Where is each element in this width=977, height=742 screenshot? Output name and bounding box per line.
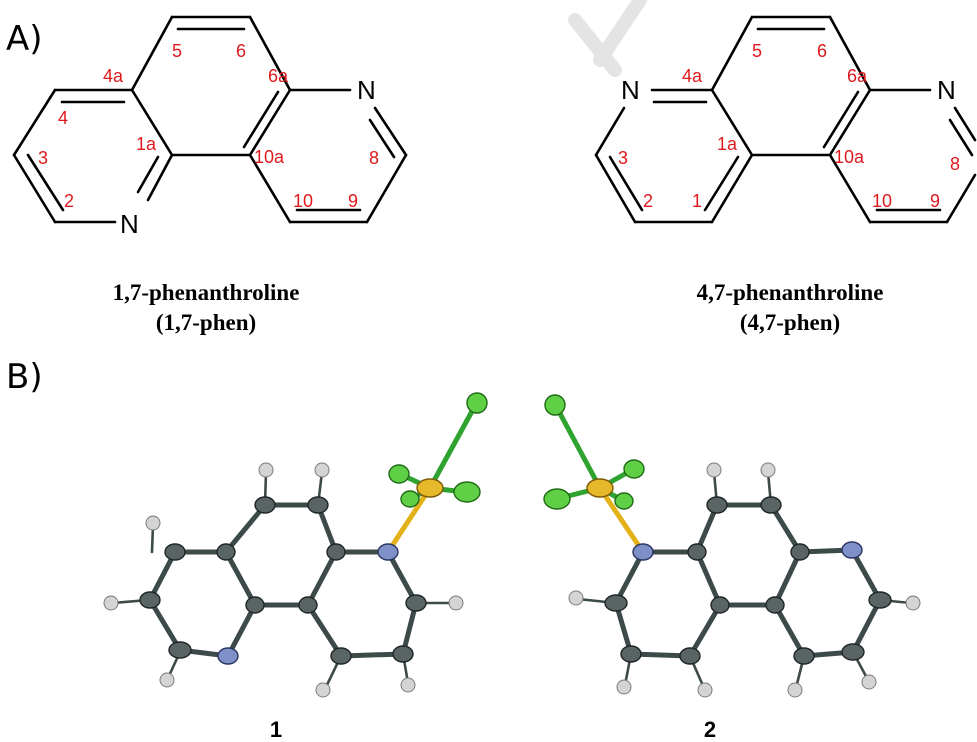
s2-num-3: 3 (618, 148, 628, 168)
watermark-mark (568, 0, 647, 77)
crystal-2-ring-bonds (613, 502, 883, 659)
s1-num-6a: 6a (268, 66, 289, 86)
crystal-1-sulfur-atom (416, 478, 444, 498)
s2-num-8: 8 (950, 154, 960, 174)
s2-num-6a: 6a (847, 66, 868, 86)
s1-num-4: 4 (58, 108, 68, 128)
crystal-2-n-s-bond (597, 485, 646, 555)
crystal-structure-2 (543, 394, 921, 698)
structure-2-bonds (594, 15, 977, 224)
s2-num-2: 2 (643, 191, 653, 211)
s2-num-1a: 1a (717, 134, 738, 154)
crystal-structure-1 (103, 392, 488, 698)
structure-1-nitrogen-1: N (120, 209, 139, 239)
s2-num-9: 9 (930, 191, 940, 211)
s1-num-1a: 1a (136, 134, 157, 154)
crystal-1-carbon-atoms (139, 496, 427, 665)
s2-num-6: 6 (817, 41, 827, 61)
panel-label-b: B) (6, 357, 43, 397)
crystal-2-fluorine-atoms (543, 394, 645, 510)
crystal-2-carbon-atoms (604, 496, 892, 665)
s1-num-3: 3 (38, 148, 48, 168)
s2-num-5: 5 (752, 41, 762, 61)
s1-num-2: 2 (64, 191, 74, 211)
crystal-1-ring-bonds (147, 502, 419, 659)
structure-2-abbreviation: (4,7-phen) (740, 310, 840, 335)
crystal-2-nitrogen-7 (841, 541, 863, 559)
s1-num-5: 5 (172, 41, 182, 61)
crystal-2-hydrogen-atoms (568, 462, 921, 698)
structure-2-name: 4,7-phenanthroline (697, 280, 884, 305)
s2-num-10: 10 (872, 191, 892, 211)
panel-label-a: A) (6, 19, 43, 59)
s1-num-10a: 10a (254, 147, 285, 167)
structure-1-abbreviation: (1,7-phen) (156, 310, 256, 335)
s1-num-10: 10 (293, 191, 313, 211)
s1-num-4a: 4a (103, 66, 124, 86)
s2-num-10a: 10a (834, 147, 865, 167)
structure-1-nitrogen-7: N (357, 75, 376, 105)
crystal-1-n-s-bond (385, 485, 433, 555)
compound-label-1: 1 (270, 717, 282, 742)
crystal-1-hydrogen-atoms (103, 462, 464, 698)
s2-num-1: 1 (692, 191, 702, 211)
structure-1-bonds (12, 15, 408, 224)
structure-2-nitrogen-4: N (621, 75, 640, 105)
crystal-2-nitrogen-4 (632, 543, 654, 561)
crystal-1-nitrogen-1 (217, 647, 239, 665)
structure-1-name: 1,7-phenanthroline (113, 280, 300, 305)
crystal-1-fluorine-atoms (388, 392, 488, 508)
s2-num-4a: 4a (682, 66, 703, 86)
s1-num-8: 8 (369, 148, 379, 168)
crystal-2-sulfur-atom (586, 478, 614, 498)
structure-2-numbering: 4a 5 6 6a 3 1a 10a 8 2 1 10 9 (618, 41, 960, 211)
structure-2-nitrogen-7: N (937, 75, 956, 105)
structure-1-numbering: 4a 5 6 6a 4 3 1a 10a 8 2 10 9 (38, 41, 379, 211)
s1-num-9: 9 (348, 191, 358, 211)
s1-num-6: 6 (236, 41, 246, 61)
compound-label-2: 2 (704, 717, 716, 742)
crystal-1-nitrogen-7 (377, 543, 399, 561)
